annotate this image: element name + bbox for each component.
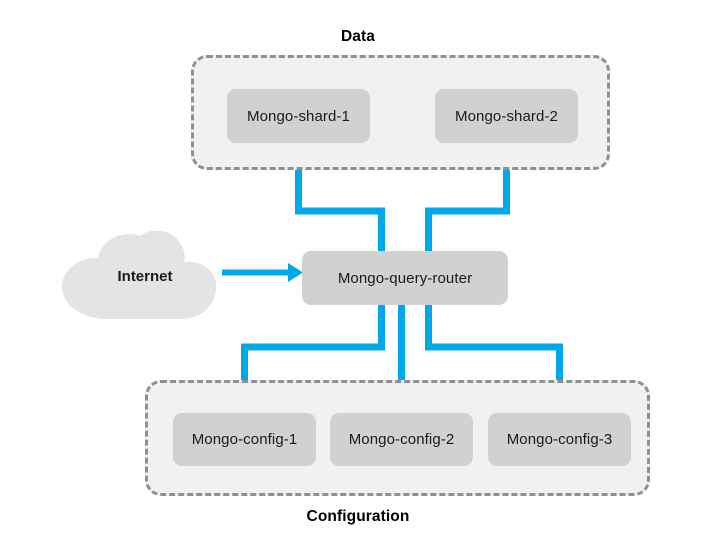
cloud-label: Internet xyxy=(117,267,173,285)
node-mongo-config-2[interactable]: Mongo-config-2 xyxy=(330,413,473,466)
node-label: Mongo-query-router xyxy=(337,269,473,287)
node-label: Mongo-shard-1 xyxy=(246,107,351,125)
node-mongo-shard-2[interactable]: Mongo-shard-2 xyxy=(435,89,578,143)
arrowhead-icon xyxy=(288,263,303,282)
group-config-caption: Configuration xyxy=(306,508,410,525)
node-mongo-query-router[interactable]: Mongo-query-router xyxy=(302,251,508,305)
node-internet-cloud[interactable]: Internet xyxy=(60,231,246,321)
group-data-caption: Data xyxy=(341,28,375,45)
node-label: Mongo-config-3 xyxy=(506,431,613,448)
node-label: Mongo-config-1 xyxy=(191,431,298,448)
node-label: Mongo-config-2 xyxy=(348,431,455,448)
node-label: Mongo-shard-2 xyxy=(454,107,559,125)
node-mongo-shard-1[interactable]: Mongo-shard-1 xyxy=(227,89,370,143)
node-mongo-config-1[interactable]: Mongo-config-1 xyxy=(173,413,316,466)
cloud-icon xyxy=(62,231,217,319)
node-mongo-config-3[interactable]: Mongo-config-3 xyxy=(488,413,631,466)
edge-shard2-router xyxy=(425,143,510,251)
edge-shard1-router xyxy=(295,143,385,251)
